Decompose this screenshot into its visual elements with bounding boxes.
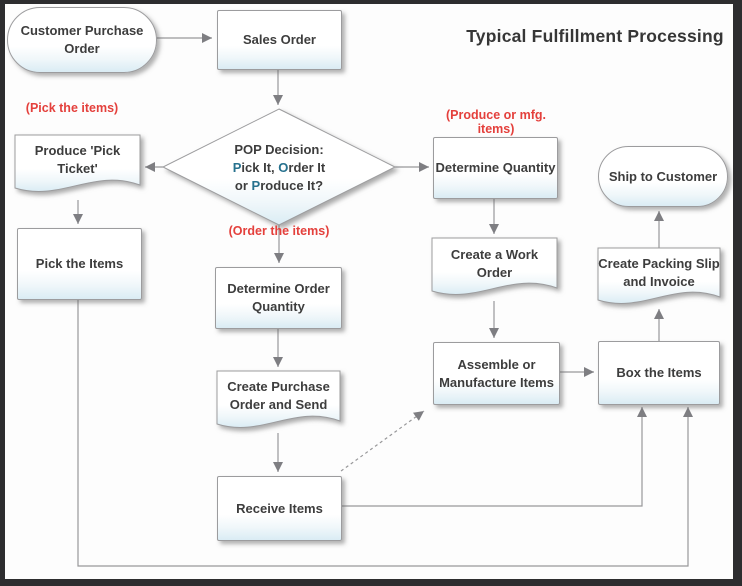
node-sales-order: Sales Order — [217, 10, 342, 70]
create-packing-document-shape — [597, 247, 721, 304]
node-determine-order-quantity: Determine Order Quantity — [215, 267, 342, 329]
annotation-produce-or-mfg: (Produce or mfg. items) — [445, 108, 546, 136]
diagram-title: Typical Fulfillment Processing — [466, 26, 724, 46]
node-label: Customer Purchase Order — [20, 23, 144, 56]
node-label: Pick the Items — [35, 256, 124, 271]
pop-decision-diamond — [161, 108, 397, 226]
node-customer-purchase-order: Customer Purchase Order — [7, 7, 157, 73]
node-ship-to-customer: Ship to Customer — [598, 146, 728, 207]
node-receive-items: Receive Items — [217, 476, 342, 541]
node-label: Sales Order — [243, 32, 316, 47]
node-assemble-or-manufacture: Assemble or Manufacture Items — [433, 342, 560, 405]
node-box-the-items: Box the Items — [598, 341, 720, 405]
node-label: Ship to Customer — [608, 168, 718, 184]
node-pick-the-items: Pick the Items — [17, 228, 142, 300]
connector-pick-items-to-box — [77, 298, 693, 567]
node-label: Determine Order Quantity — [227, 281, 330, 314]
node-label: Determine Quantity — [435, 160, 556, 175]
connector-receive-to-box — [340, 407, 647, 507]
node-label: Receive Items — [236, 500, 323, 516]
create-po-document-shape — [216, 370, 341, 428]
node-determine-quantity: Determine Quantity — [433, 137, 558, 199]
create-work-order-document-shape — [431, 237, 558, 295]
produce-pick-ticket-document-shape — [14, 134, 141, 192]
annotation-pick-the-items: (Pick the items) — [25, 101, 119, 115]
connector-receive-to-assemble-dashed — [340, 410, 425, 472]
node-label: Box the Items — [616, 365, 702, 380]
node-label: Assemble or Manufacture Items — [439, 356, 554, 390]
annotation-order-the-items: (Order the items) — [228, 224, 330, 238]
